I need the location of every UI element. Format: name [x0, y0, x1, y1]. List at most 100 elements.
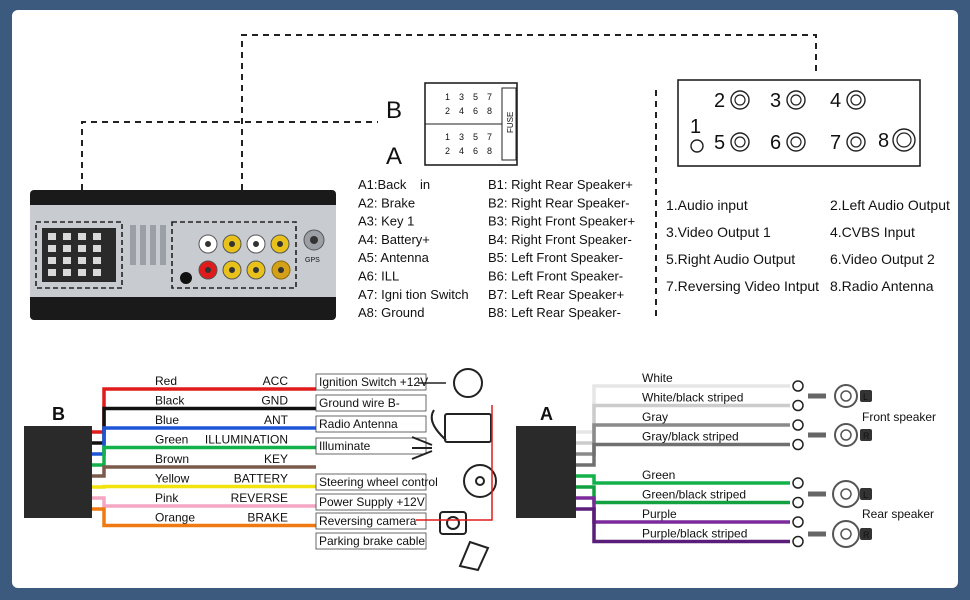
pin-a-item: A4: Battery+ — [358, 232, 430, 247]
harness-b-wire-function: ACC — [263, 374, 289, 388]
rca-jack-center — [205, 267, 211, 273]
iso-pin-number: 3 — [459, 92, 464, 102]
rca-number: 4 — [830, 90, 841, 112]
harness-b-wire — [92, 406, 316, 445]
channel-mark: L — [863, 490, 868, 500]
harness-a-wire-color: Purple — [642, 507, 677, 521]
rca-port — [690, 139, 704, 153]
rca-legend-item: 7.Reversing Video Intput — [666, 278, 819, 294]
iso-socket-pin — [78, 257, 86, 264]
harness-b-target: Parking brake cable — [319, 534, 425, 548]
harness-a-wire-color: Gray — [642, 410, 668, 424]
rca-block-outline — [171, 221, 297, 289]
rca-port — [846, 90, 866, 110]
rca-number: 6 — [770, 132, 781, 154]
harness-b-wire-color: Blue — [155, 413, 179, 427]
audio-in-jack — [180, 272, 192, 284]
pin-b-item: B7: Left Rear Speaker+ — [488, 287, 624, 302]
iso-pin-number: 8 — [487, 106, 492, 116]
rca-legend-item: 8.Radio Antenna — [830, 278, 934, 294]
plus-terminal — [792, 419, 804, 431]
harness-b-wire — [92, 484, 316, 489]
pin-b-item: B5: Left Front Speaker- — [488, 250, 623, 265]
harness-b-target-box — [315, 473, 427, 491]
iso-pin-number: 4 — [459, 106, 464, 116]
pin-list-b: B1: Right Rear Speaker+B2: Right Rear Sp… — [488, 177, 635, 320]
minus-terminal — [792, 535, 804, 548]
harness-b-wire-color: Red — [155, 374, 177, 388]
pin-a-item: A5: Antenna — [358, 250, 430, 265]
channel-mark: R — [863, 431, 870, 441]
harness-a-wire — [576, 507, 790, 544]
harness-b-target-box — [315, 373, 427, 391]
rca-port-inner — [896, 132, 912, 148]
rca-legend-item: 4.CVBS Input — [830, 224, 915, 240]
rca-jack-center — [253, 241, 259, 247]
speaker-icon — [834, 384, 858, 408]
battery-icon — [444, 413, 492, 443]
harness-b-target: Power Supply +12V — [319, 495, 425, 509]
iso-pin-number: 7 — [487, 92, 492, 102]
rca-number: 5 — [714, 132, 725, 154]
rca-port-inner — [850, 136, 862, 148]
harness-b-target: Steering wheel control — [319, 475, 438, 489]
harness-b-target-box — [315, 415, 427, 433]
harness-a-wire-color: Gray/black striped — [642, 430, 739, 444]
iso-pin-number: 4 — [459, 146, 464, 156]
harness-a-wire — [576, 423, 790, 456]
rca-port — [730, 132, 750, 152]
harness-b-wire-color: Green — [155, 433, 188, 447]
speaker-cone-icon — [840, 390, 852, 402]
rca-port-inner — [790, 136, 802, 148]
harness-b-wire-color: Black — [155, 394, 185, 408]
speaker-icon — [834, 423, 858, 447]
iso-socket-pin — [93, 245, 101, 252]
rca-jacks — [180, 234, 290, 284]
front-speaker-label: Front speaker — [862, 410, 936, 424]
minus-terminal — [792, 399, 804, 412]
plus-terminal — [792, 516, 804, 528]
pin-a-note: in — [420, 177, 430, 192]
harness-a-wire-color: Green/black striped — [642, 488, 746, 502]
rca-jack-center — [277, 241, 283, 247]
iso-socket-pins — [48, 233, 101, 276]
pin-b-item: B3: Right Front Speaker+ — [488, 214, 635, 229]
harness-b-target-box — [315, 512, 427, 530]
rca-number: 2 — [714, 90, 725, 112]
iso-socket-pin — [63, 245, 71, 252]
rca-port-inner — [734, 94, 746, 106]
rca-jack-center — [205, 241, 211, 247]
pin-a-item: A6: ILL — [358, 269, 399, 284]
dashed-links — [81, 34, 817, 320]
rca-port-inner — [790, 94, 802, 106]
rca-legend-item: 5.Right Audio Output — [666, 251, 795, 267]
harness-a-wire — [576, 442, 790, 467]
iso-pin-number: 7 — [487, 132, 492, 142]
speaker-cone-icon — [840, 429, 852, 441]
harness-b-target: Ignition Switch +12V — [319, 375, 428, 389]
harness-b-wire-function: BRAKE — [247, 511, 288, 525]
iso-socket-pin — [63, 233, 71, 240]
iso-socket-pin — [63, 269, 71, 276]
iso-socket-pin — [63, 257, 71, 264]
harness-b-target: Reversing camera — [319, 514, 417, 528]
harness-b-letter: B — [52, 404, 65, 424]
harness-b-wire-function: BATTERY — [234, 472, 288, 486]
iso-socket-pin — [78, 233, 86, 240]
iso-socket-outline — [35, 221, 123, 289]
pin-b-item: B8: Left Rear Speaker- — [488, 305, 621, 320]
lamp-icon — [411, 436, 433, 460]
iso-pin-number: 2 — [445, 106, 450, 116]
speaker-cone-icon — [840, 528, 852, 540]
harness-b-target-box — [315, 437, 427, 455]
link-iso-dashed — [81, 121, 378, 190]
harness-b-wire-function: KEY — [264, 452, 288, 466]
harness-a-wire-color: White — [642, 371, 673, 385]
rca-number: 7 — [830, 132, 841, 154]
